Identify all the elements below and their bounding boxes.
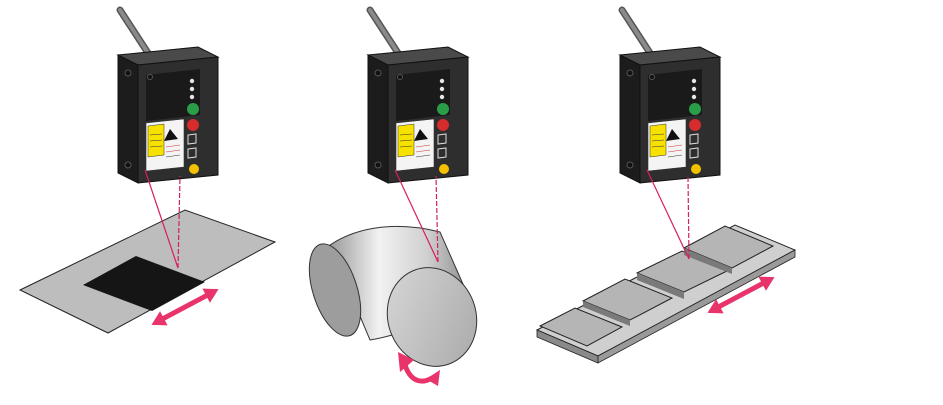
laser-sensor-icon	[118, 10, 218, 183]
scene-flat-strip	[18, 10, 277, 334]
rotation-arrow-icon	[398, 352, 440, 386]
scene-cylinder	[308, 10, 478, 386]
laser-sensor-icon	[368, 10, 468, 183]
plates	[535, 224, 797, 364]
surface-strip	[18, 209, 277, 334]
laser-beam	[646, 169, 690, 260]
cylinder	[308, 225, 478, 367]
laser-beam	[144, 169, 181, 269]
scene-stepped-plates	[535, 10, 797, 364]
laser-sensor-icon	[620, 10, 720, 183]
laser-beam	[394, 169, 439, 263]
